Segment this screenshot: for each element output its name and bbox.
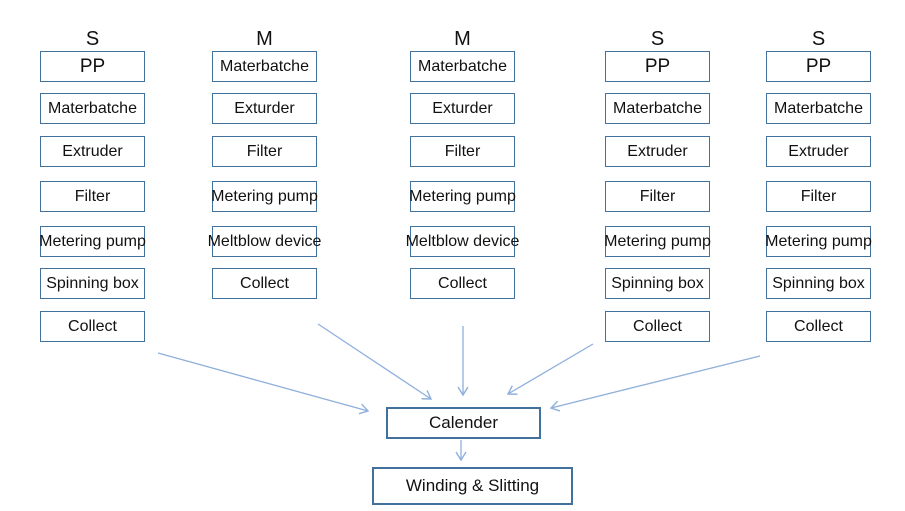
beam3-node-exturder: Exturder [410,93,515,124]
beam5-node-filter: Filter [766,181,871,212]
winding-slitting-node: Winding & Slitting [372,467,573,505]
beam2-node-filter: Filter [212,136,317,167]
beam4-node-materbatche: Materbatche [605,93,710,124]
beam5-node-materbatche: Materbatche [766,93,871,124]
beam4-node-filter: Filter [605,181,710,212]
beam1-node-materbatche: Materbatche [40,93,145,124]
beam1-type-label: S [85,28,100,50]
beam1-node-extruder: Extruder [40,136,145,167]
beam2-node-meltblow-device: Meltblow device [208,226,321,257]
beam4-node-extruder: Extruder [605,136,710,167]
beam1-node-pp: PP [40,51,145,82]
arrow-beam1-to-calender [157,352,370,415]
beam4-type-label: S [650,28,665,50]
beam3-node-metering-pump: Metering pump [409,181,516,212]
beam3-node-collect: Collect [410,268,515,299]
beam3-node-filter: Filter [410,136,515,167]
beam1-node-spinning-box: Spinning box [40,268,145,299]
beam5-node-collect: Collect [766,311,871,342]
beam2-node-materbatche: Materbatche [212,51,317,82]
beam2-node-metering-pump: Metering pump [211,181,318,212]
beam3-node-meltblow-device: Meltblow device [406,226,519,257]
beam5-node-pp: PP [766,51,871,82]
calender-node: Calender [386,407,541,439]
beam3-node-materbatche: Materbatche [410,51,515,82]
beam1-node-collect: Collect [40,311,145,342]
beam4-node-metering-pump: Metering pump [604,226,711,257]
beam4-node-pp: PP [605,51,710,82]
beam5-node-spinning-box: Spinning box [766,268,871,299]
beam5-node-extruder: Extruder [766,136,871,167]
beam5-node-metering-pump: Metering pump [765,226,872,257]
beam2-node-exturder: Exturder [212,93,317,124]
beam1-node-filter: Filter [40,181,145,212]
beam1-node-metering-pump: Metering pump [39,226,146,257]
beam5-type-label: S [811,28,826,50]
beam4-node-collect: Collect [605,311,710,342]
arrow-beam4-to-calender [506,343,594,395]
beam2-node-collect: Collect [212,268,317,299]
arrow-beam5-to-calender [549,355,761,412]
arrow-beam2-to-calender [317,323,433,400]
beam4-node-spinning-box: Spinning box [605,268,710,299]
beam3-type-label: M [454,28,471,50]
beam2-type-label: M [256,28,273,50]
